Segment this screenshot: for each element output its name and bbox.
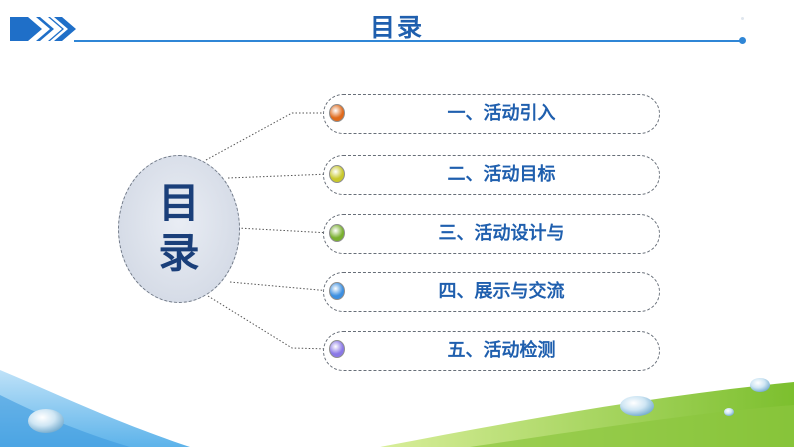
- toc-item-label: 三、活动设计与: [438, 223, 565, 244]
- bullet-icon: [329, 224, 345, 242]
- toc-item-label: 一、活动引入: [447, 103, 556, 124]
- toc-item-label: 五、活动检测: [447, 340, 556, 361]
- bullet-icon: [329, 104, 345, 122]
- center-char-1: 目: [158, 179, 200, 227]
- toc-item-4[interactable]: 四、展示与交流: [323, 272, 660, 312]
- bullet-icon: [329, 340, 345, 358]
- header-divider-end-dot: [739, 37, 746, 44]
- blue-swoosh: [0, 370, 190, 447]
- header-divider: [74, 40, 744, 42]
- toc-item-label: 二、活动目标: [447, 164, 556, 185]
- toc-center-label: 目 录: [118, 178, 240, 278]
- toc-item-label: 四、展示与交流: [438, 281, 565, 302]
- bullet-icon: [329, 282, 345, 300]
- toc-item-3[interactable]: 三、活动设计与: [323, 214, 660, 254]
- toc-item-5[interactable]: 五、活动检测: [323, 331, 660, 371]
- center-char-2: 录: [158, 229, 200, 277]
- green-hill: [380, 382, 794, 447]
- page-title: 目录: [369, 13, 424, 42]
- toc-item-2[interactable]: 二、活动目标: [323, 155, 660, 195]
- bullet-icon: [329, 165, 345, 183]
- water-drop-icon: [750, 378, 770, 392]
- decorative-dot: [741, 17, 744, 20]
- double-chevron-right-icon: [10, 17, 76, 41]
- water-drop-icon: [724, 408, 734, 416]
- water-drop-icon: [620, 396, 654, 416]
- water-drop-icon: [28, 409, 64, 433]
- toc-item-1[interactable]: 一、活动引入: [323, 94, 660, 134]
- toc-center-circle: [118, 155, 240, 303]
